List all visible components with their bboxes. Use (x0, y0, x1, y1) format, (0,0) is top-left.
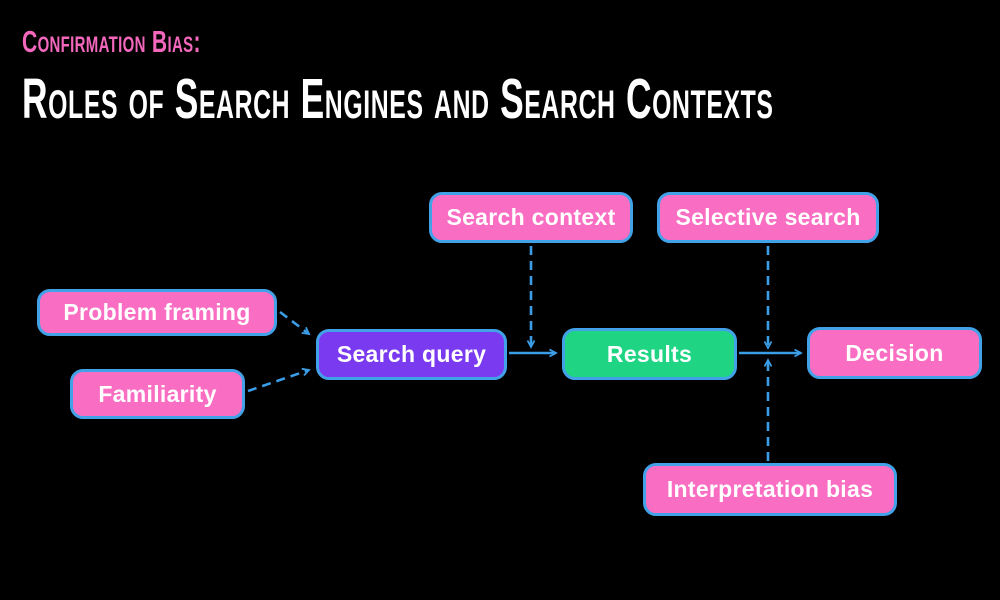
node-decision: Decision (807, 327, 982, 379)
node-interpretation-bias: Interpretation bias (643, 463, 897, 516)
node-problem-framing: Problem framing (37, 289, 277, 336)
arrow-familiarity-to-search-query (247, 367, 311, 393)
node-familiarity: Familiarity (70, 369, 245, 419)
arrow-problem-framing-to-search-query (279, 310, 311, 336)
node-results: Results (562, 328, 737, 380)
node-search-context: Search context (429, 192, 633, 243)
diagram-subtitle: Confirmation Bias: (22, 24, 201, 59)
node-search-query: Search query (316, 329, 507, 380)
node-selective-search: Selective search (657, 192, 879, 243)
diagram-title: Roles of Search Engines and Search Conte… (22, 67, 774, 131)
